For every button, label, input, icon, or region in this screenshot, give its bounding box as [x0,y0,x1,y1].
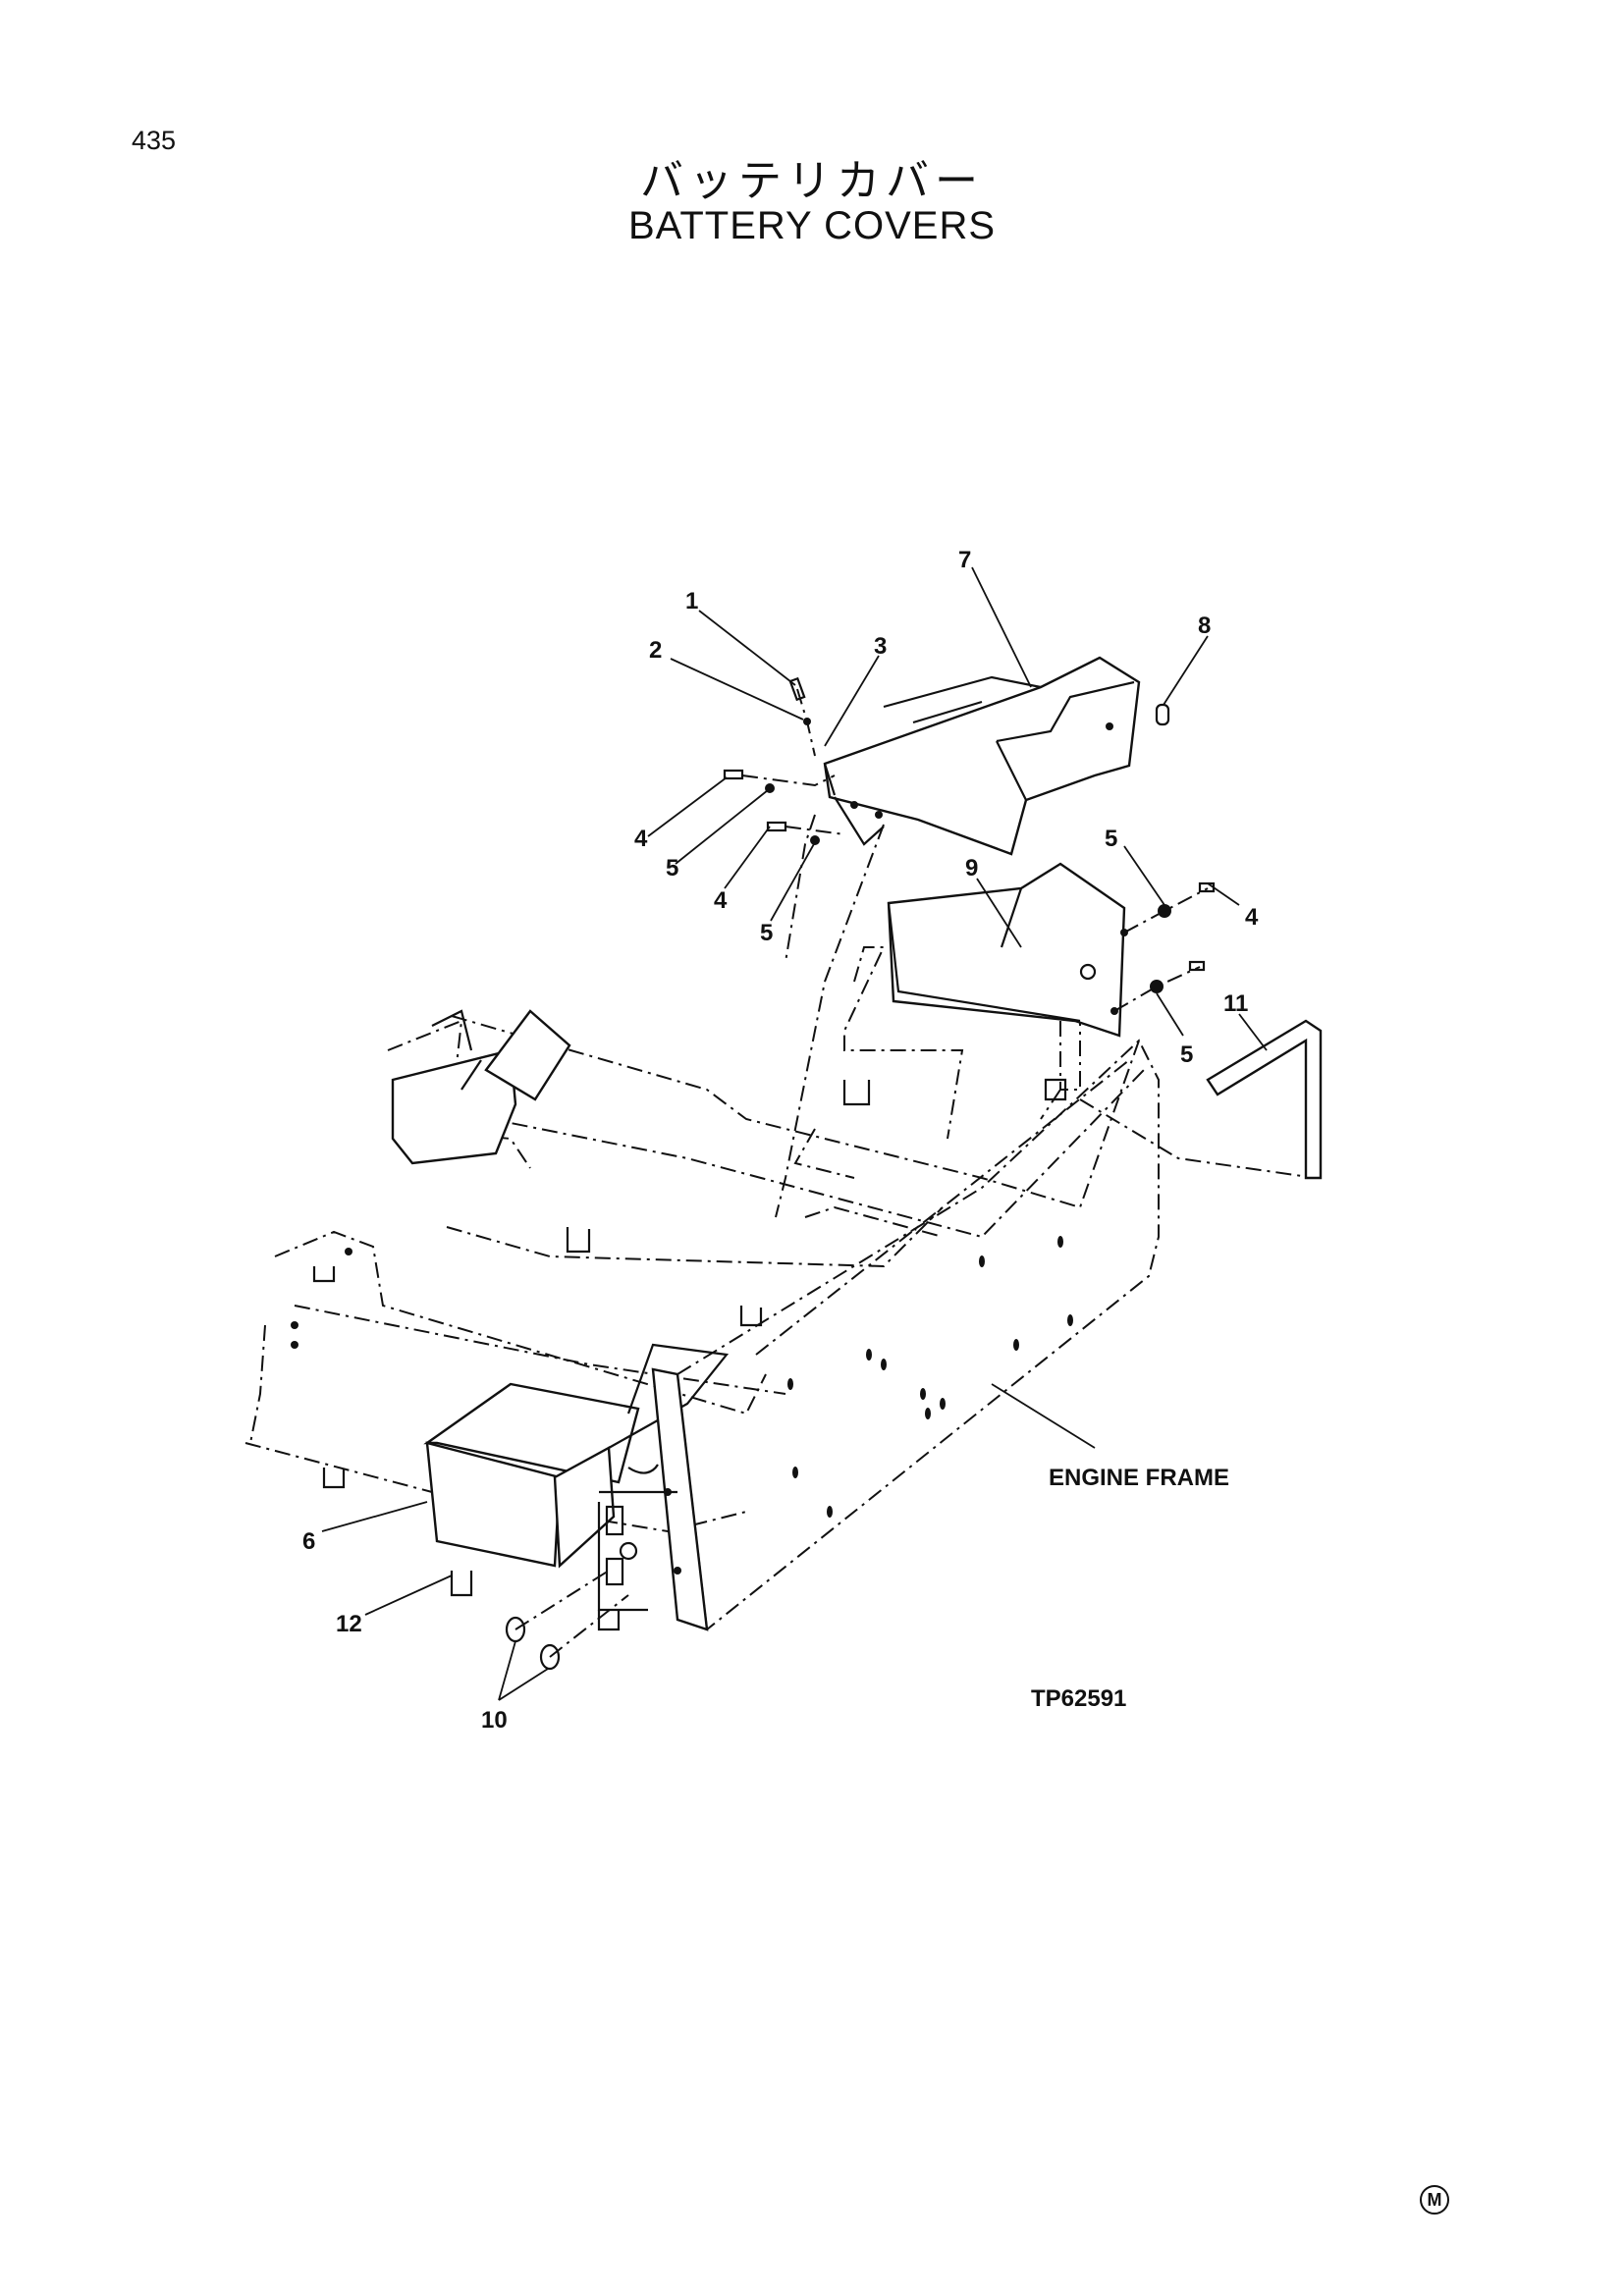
callout-11: 11 [1223,990,1248,1017]
corner-mark: M [1420,2185,1449,2215]
callout-5d: 5 [1180,1041,1193,1068]
callout-4b: 4 [714,887,728,914]
side-plate [1206,1019,1323,1180]
title-english: BATTERY COVERS [627,204,997,247]
reference-code: TP62591 [1031,1685,1126,1712]
callout-3: 3 [874,633,887,660]
leader-lines [321,566,1268,1701]
battery-cover-lower [423,1343,730,1631]
callout-4c: 4 [1245,904,1259,931]
battery-holder-plate [887,862,1128,1038]
callout-1: 1 [685,588,698,614]
lower-bracket [450,1571,621,1631]
callout-5b: 5 [760,920,773,946]
callout-numbers: 1 2 3 4 5 4 5 6 7 8 9 5 4 5 11 12 10 [302,547,1259,1734]
rear-bracket [391,1009,571,1165]
callout-6: 6 [302,1528,315,1555]
callout-2: 2 [649,637,662,664]
callout-9: 9 [965,855,978,881]
callout-5a: 5 [666,855,678,881]
callout-8: 8 [1198,613,1211,639]
callout-5c: 5 [1105,826,1117,852]
battery-cover-upper [823,656,1141,856]
callout-10: 10 [481,1707,508,1734]
page-number: 435 [132,126,177,155]
engine-frame-label: ENGINE FRAME [1049,1465,1229,1491]
callout-4a: 4 [634,826,648,852]
callout-7: 7 [958,547,971,573]
callout-12: 12 [336,1611,362,1637]
title-japanese: バッテリカバー [640,156,984,206]
